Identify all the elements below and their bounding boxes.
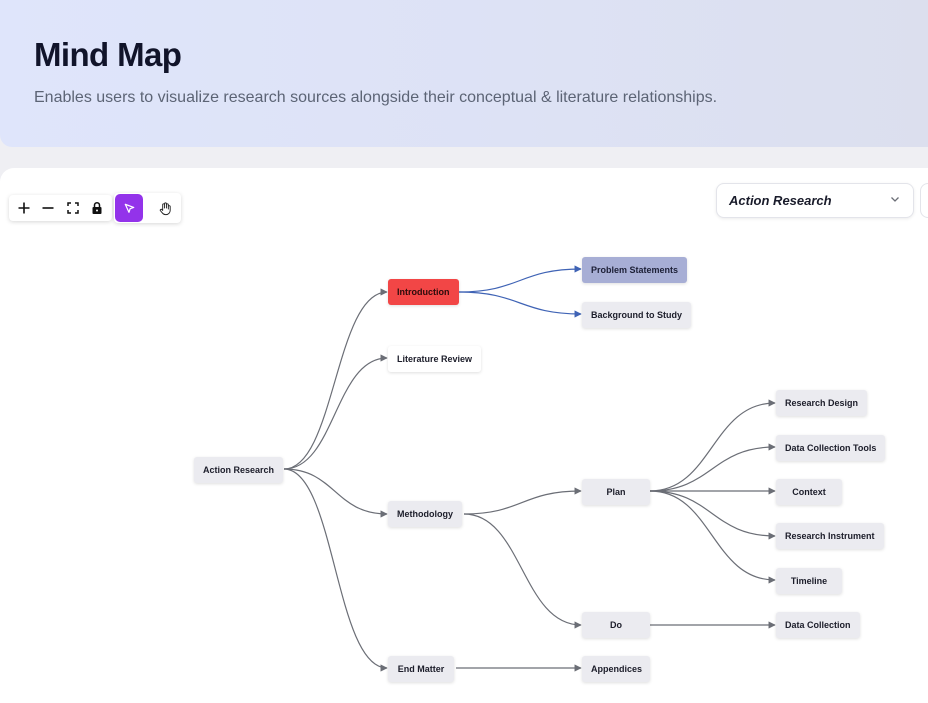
- chevron-down-icon: [889, 192, 901, 210]
- zoom-toolbar: [9, 195, 112, 221]
- node-do[interactable]: Do: [582, 612, 650, 638]
- secondary-control[interactable]: [920, 183, 928, 218]
- minus-icon: [42, 207, 54, 209]
- zoom-out-button[interactable]: [37, 197, 59, 219]
- page-subtitle: Enables users to visualize research sour…: [34, 89, 718, 106]
- lock-button[interactable]: [86, 197, 108, 219]
- node-research-design[interactable]: Research Design: [776, 390, 868, 416]
- node-end-matter[interactable]: End Matter: [388, 656, 454, 682]
- hand-icon: [159, 201, 171, 215]
- page-header: Mind Map Enables users to visualize rese…: [0, 0, 928, 147]
- select-mode-button[interactable]: [115, 194, 143, 222]
- pan-mode-button[interactable]: [151, 194, 179, 222]
- mind-map-select[interactable]: Action Research: [716, 183, 914, 218]
- node-literature-review[interactable]: Literature Review: [388, 346, 482, 372]
- zoom-in-button[interactable]: [13, 197, 35, 219]
- fit-view-icon: [66, 202, 79, 214]
- node-problem-statements[interactable]: Problem Statements: [582, 257, 688, 283]
- node-action-research[interactable]: Action Research: [194, 457, 284, 483]
- node-data-collection[interactable]: Data Collection: [776, 612, 860, 638]
- lock-icon: [92, 201, 102, 214]
- node-data-collection-tools[interactable]: Data Collection Tools: [776, 435, 886, 461]
- node-introduction[interactable]: Introduction: [388, 279, 459, 305]
- node-background-to-study[interactable]: Background to Study: [582, 302, 692, 328]
- mind-map-select-value: Action Research: [729, 193, 832, 208]
- plus-icon: [18, 202, 30, 214]
- node-methodology[interactable]: Methodology: [388, 501, 462, 527]
- node-timeline[interactable]: Timeline: [776, 568, 842, 594]
- node-appendices[interactable]: Appendices: [582, 656, 650, 682]
- node-context[interactable]: Context: [776, 479, 842, 505]
- fit-view-button[interactable]: [62, 197, 84, 219]
- pointer-icon: [124, 203, 134, 213]
- node-plan[interactable]: Plan: [582, 479, 650, 505]
- page-title: Mind Map: [34, 36, 182, 73]
- mode-toolbar: [114, 193, 181, 223]
- node-research-instrument[interactable]: Research Instrument: [776, 523, 884, 549]
